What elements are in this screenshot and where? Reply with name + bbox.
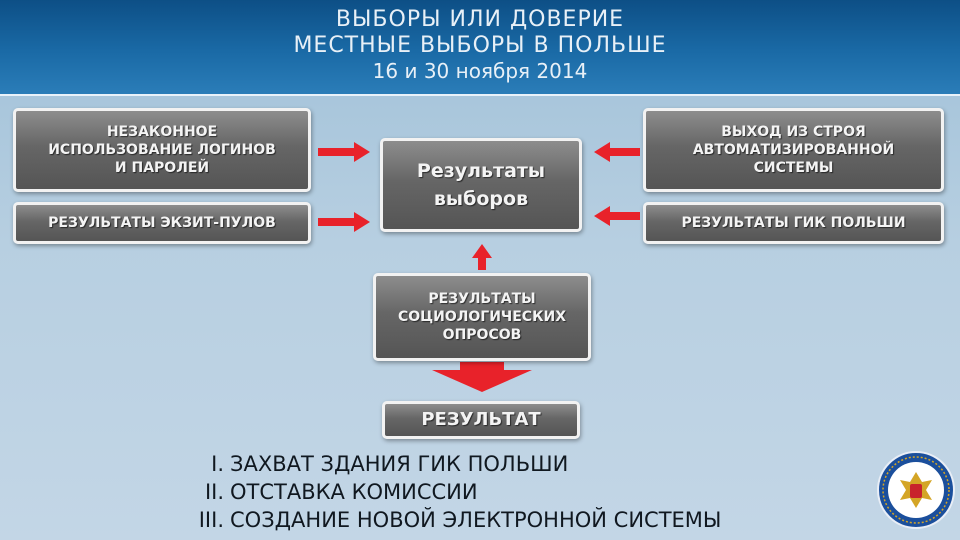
arrow-left-1-icon bbox=[318, 142, 370, 162]
factor-sociological-polls: РЕЗУЛЬТАТЫ СОЦИОЛОГИЧЕСКИХ ОПРОСОВ bbox=[373, 273, 591, 361]
factor-illegal-logins: НЕЗАКОННОЕ ИСПОЛЬЗОВАНИЕ ЛОГИНОВ И ПАРОЛ… bbox=[13, 108, 311, 192]
factor-exit-polls: РЕЗУЛЬТАТЫ ЭКЗИТ-ПУЛОВ bbox=[13, 202, 311, 244]
list-item: II. ОТСТАВКА КОМИССИИ bbox=[190, 478, 810, 506]
outcomes-list: I. ЗАХВАТ ЗДАНИЯ ГИК ПОЛЬШИ II. ОТСТАВКА… bbox=[190, 450, 810, 534]
election-commission-emblem-icon bbox=[877, 451, 955, 529]
list-item-number: II. bbox=[204, 480, 224, 504]
list-item-number: I. bbox=[211, 452, 224, 476]
title-line-2: МЕСТНЫЕ ВЫБОРЫ В ПОЛЬШЕ bbox=[293, 33, 667, 58]
factor-pkw-results: РЕЗУЛЬТАТЫ ГИК ПОЛЬШИ bbox=[643, 202, 944, 244]
title-date: 16 и 30 ноября 2014 bbox=[372, 59, 588, 83]
election-results-box: Результаты выборов bbox=[380, 138, 582, 232]
arrow-down-icon bbox=[432, 362, 532, 392]
arrow-right-2-icon bbox=[594, 206, 640, 226]
slide-header: ВЫБОРЫ ИЛИ ДОВЕРИЕ МЕСТНЫЕ ВЫБОРЫ В ПОЛЬ… bbox=[0, 0, 960, 96]
arrow-up-icon bbox=[472, 244, 492, 270]
factor-system-failure: ВЫХОД ИЗ СТРОЯ АВТОМАТИЗИРОВАННОЙ СИСТЕМ… bbox=[643, 108, 944, 192]
list-item-text: СОЗДАНИЕ НОВОЙ ЭЛЕКТРОННОЙ СИСТЕМЫ bbox=[230, 508, 722, 532]
title-line-1: ВЫБОРЫ ИЛИ ДОВЕРИЕ bbox=[335, 7, 625, 32]
list-item: I. ЗАХВАТ ЗДАНИЯ ГИК ПОЛЬШИ bbox=[190, 450, 810, 478]
result-box: РЕЗУЛЬТАТ bbox=[382, 401, 580, 439]
list-item-number: III. bbox=[198, 508, 224, 532]
arrow-left-2-icon bbox=[318, 212, 370, 232]
list-item-text: ОТСТАВКА КОМИССИИ bbox=[230, 480, 478, 504]
arrow-right-1-icon bbox=[594, 142, 640, 162]
list-item: III. СОЗДАНИЕ НОВОЙ ЭЛЕКТРОННОЙ СИСТЕМЫ bbox=[190, 506, 810, 534]
list-item-text: ЗАХВАТ ЗДАНИЯ ГИК ПОЛЬШИ bbox=[230, 452, 569, 476]
